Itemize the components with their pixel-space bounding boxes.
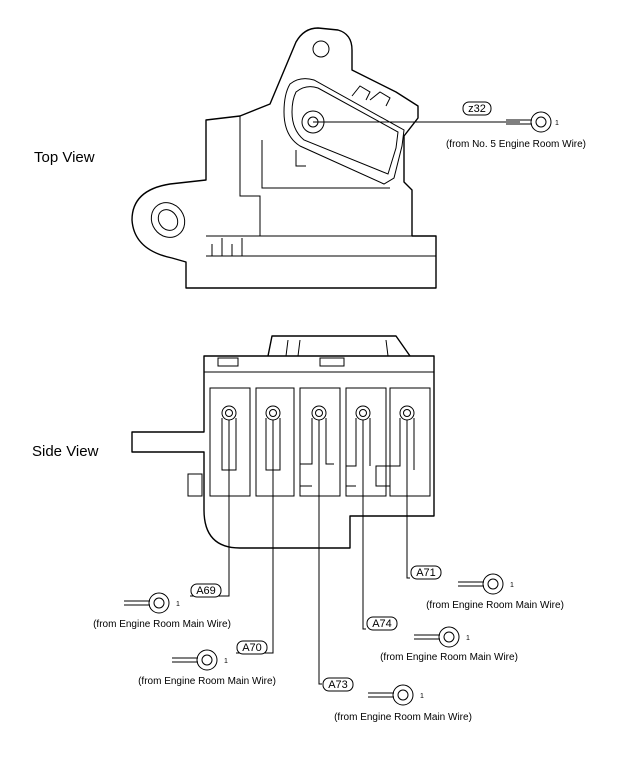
a70-source: (from Engine Room Main Wire)	[138, 676, 276, 687]
a70-badge	[236, 640, 268, 655]
ring-terminal-icon	[196, 649, 218, 671]
a69-code: A69	[196, 585, 216, 597]
a69-source: (from Engine Room Main Wire)	[93, 619, 231, 630]
top-view-body	[131, 27, 437, 289]
a73-code: A73	[328, 679, 348, 691]
terminal-a69: A69 1 (from Engine Room Main Wire)	[93, 583, 231, 630]
a70-code: A70	[242, 642, 262, 654]
a73-leader-line	[318, 420, 322, 685]
a73-pin: 1	[420, 693, 424, 700]
a71-leader-line	[406, 420, 410, 579]
a71-code: A71	[416, 567, 436, 579]
z32-badge	[462, 101, 492, 116]
ring-terminal-icon	[438, 626, 460, 648]
a73-badge	[322, 677, 354, 692]
ring-terminal-icon	[392, 684, 414, 706]
a74-source: (from Engine Room Main Wire)	[380, 652, 518, 663]
top-view-label: Top View	[34, 149, 95, 166]
ring-terminal-icon	[482, 573, 504, 595]
a74-code: A74	[372, 618, 392, 630]
a71-source: (from Engine Room Main Wire)	[426, 600, 564, 611]
a74-badge	[366, 616, 398, 631]
z32-code: z32	[468, 103, 486, 115]
ring-terminal-icon	[148, 592, 170, 614]
terminal-a71: A71 1 (from Engine Room Main Wire)	[410, 565, 564, 611]
a74-pin: 1	[466, 635, 470, 642]
terminal-a74: A74 1 (from Engine Room Main Wire)	[366, 616, 518, 663]
a71-pin: 1	[510, 582, 514, 589]
terminal-a73: A73 1 (from Engine Room Main Wire)	[322, 677, 472, 723]
side-view-body	[131, 335, 435, 549]
terminal-a70: A70 1 (from Engine Room Main Wire)	[138, 640, 276, 687]
a69-pin: 1	[176, 601, 180, 608]
a69-badge	[190, 583, 222, 598]
side-view-label: Side View	[32, 443, 99, 460]
z32-pin: 1	[555, 120, 559, 127]
a73-source: (from Engine Room Main Wire)	[334, 712, 472, 723]
a70-leader-line	[236, 420, 274, 654]
ring-terminal-icon	[530, 111, 552, 133]
a70-pin: 1	[224, 658, 228, 665]
z32-source: (from No. 5 Engine Room Wire)	[446, 139, 586, 150]
a71-badge	[410, 565, 442, 580]
a74-leader-line	[362, 420, 366, 630]
terminal-z32: z32 1 (from No. 5 Engine Room Wire)	[446, 101, 586, 150]
